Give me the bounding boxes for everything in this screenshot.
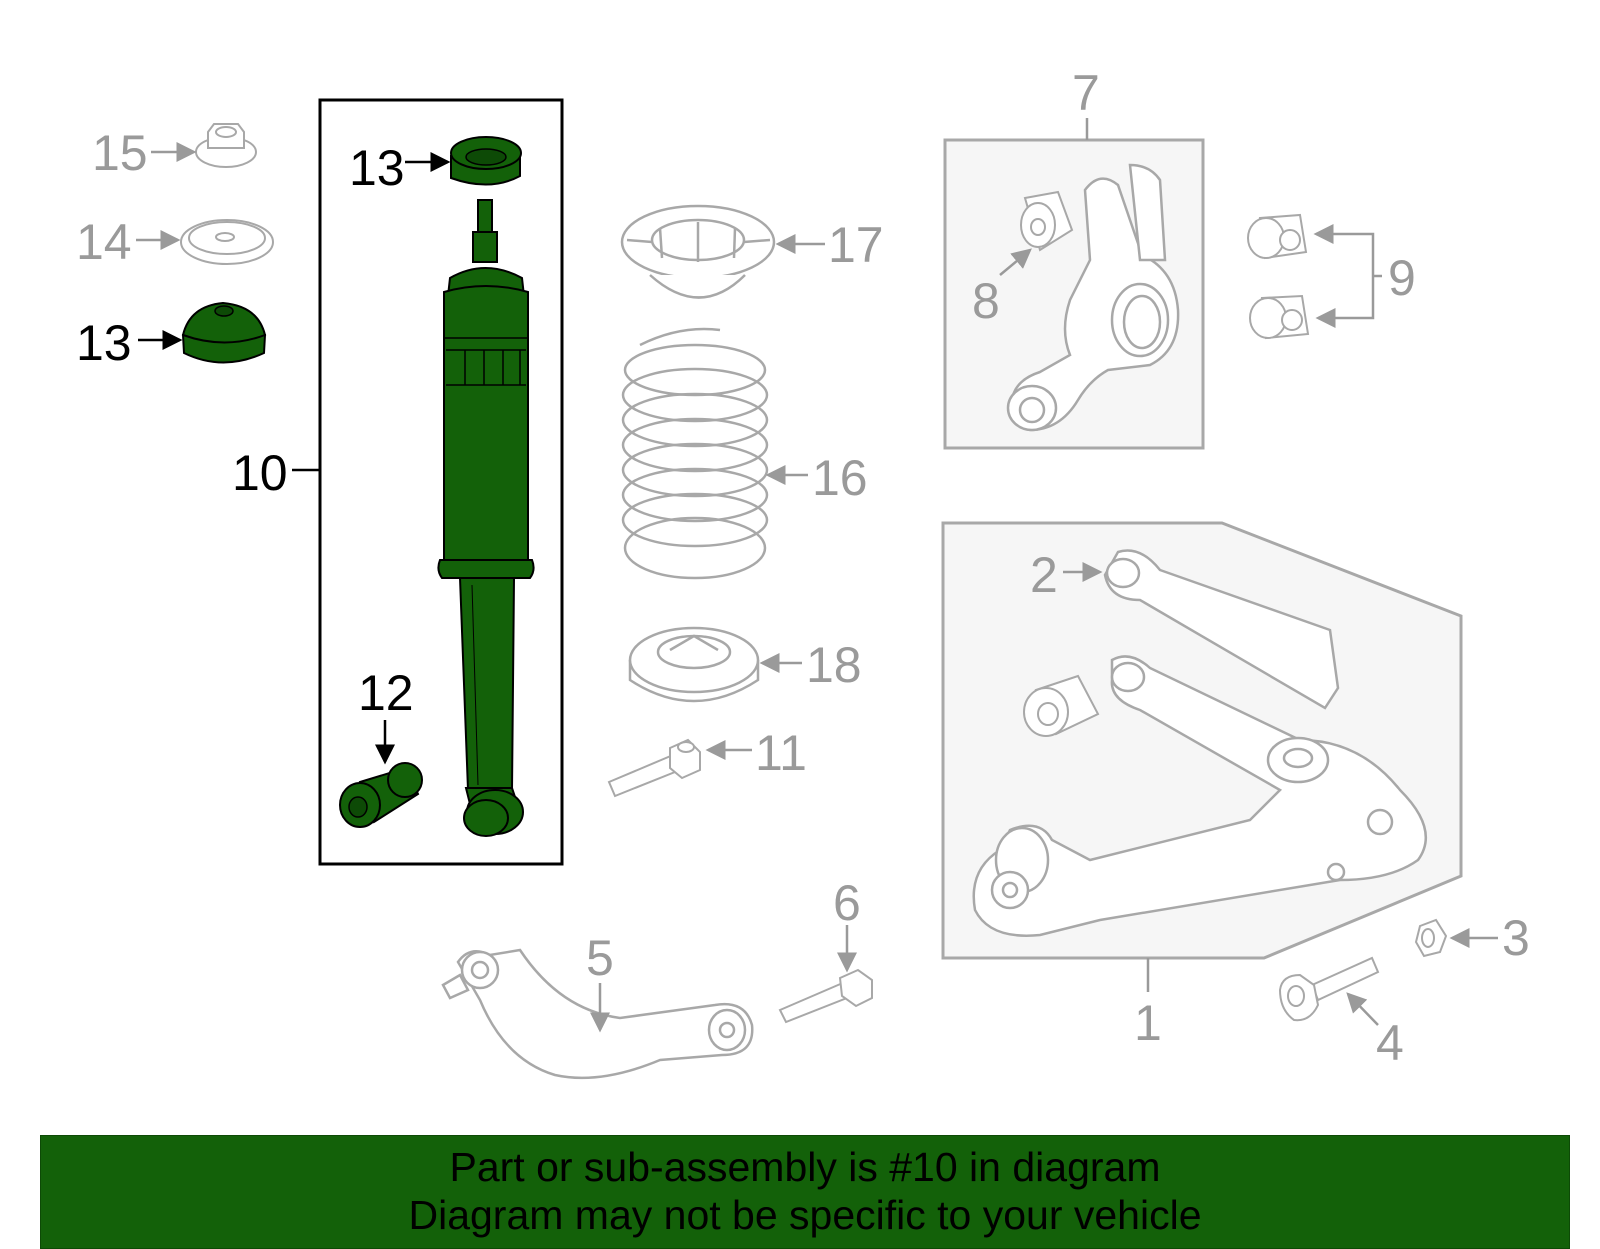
callout-15: 15 xyxy=(92,125,148,181)
nut-15[interactable] xyxy=(195,123,257,168)
bushing-9-lower[interactable] xyxy=(1249,294,1310,340)
lower-control-arm-1[interactable] xyxy=(972,655,1427,937)
callout-12: 12 xyxy=(358,665,414,721)
callout-13-upper: 13 xyxy=(349,140,405,196)
shock-upper-body xyxy=(443,285,529,561)
bushing-8[interactable] xyxy=(1020,190,1074,252)
banner-line-part-info: Part or sub-assembly is #10 in diagram xyxy=(449,1144,1161,1190)
callout-14: 14 xyxy=(76,214,132,270)
shock-lower-body xyxy=(458,577,516,791)
coil-spring-16[interactable] xyxy=(621,327,769,580)
callout-16: 16 xyxy=(812,450,868,506)
callout-5: 5 xyxy=(586,930,614,986)
nut-3[interactable] xyxy=(1414,918,1448,958)
info-banner: Part or sub-assembly is #10 in diagram D… xyxy=(40,1135,1570,1249)
callout-10: 10 xyxy=(232,445,288,501)
callout-13-lower: 13 xyxy=(76,315,132,371)
spring-lower-seat-18[interactable] xyxy=(628,626,760,703)
control-arm-2[interactable] xyxy=(1103,549,1340,710)
bolt-6[interactable] xyxy=(778,968,873,1024)
spring-upper-seat-17[interactable] xyxy=(620,204,776,299)
callout-18: 18 xyxy=(806,637,862,693)
callout-9: 9 xyxy=(1388,250,1416,306)
bushing-12[interactable] xyxy=(339,762,423,828)
callout-2: 2 xyxy=(1030,547,1058,603)
bolt-11[interactable] xyxy=(607,738,701,798)
lower-arm-bushing xyxy=(1023,674,1100,737)
callout-4: 4 xyxy=(1376,1015,1404,1071)
trailing-arm-5[interactable] xyxy=(441,948,754,1080)
callout-8: 8 xyxy=(972,273,1000,329)
lower-mount-13[interactable] xyxy=(181,301,267,364)
callout-3: 3 xyxy=(1502,910,1530,966)
callout-7: 7 xyxy=(1072,65,1100,121)
leader-lines xyxy=(136,118,1498,1033)
upper-mount-cup-13[interactable] xyxy=(450,136,522,186)
shock-lower-eye xyxy=(463,787,524,837)
callout-11: 11 xyxy=(755,725,807,781)
washer-14[interactable] xyxy=(180,219,274,265)
callout-1: 1 xyxy=(1134,995,1162,1051)
banner-line-disclaimer: Diagram may not be specific to your vehi… xyxy=(408,1192,1202,1238)
bushing-9-upper[interactable] xyxy=(1247,213,1308,260)
bolt-4[interactable] xyxy=(1278,956,1380,1022)
callout-6: 6 xyxy=(833,875,861,931)
callout-17: 17 xyxy=(828,217,884,273)
shock-absorber-assembly[interactable] xyxy=(318,98,564,866)
knuckle-7[interactable] xyxy=(1006,163,1180,432)
